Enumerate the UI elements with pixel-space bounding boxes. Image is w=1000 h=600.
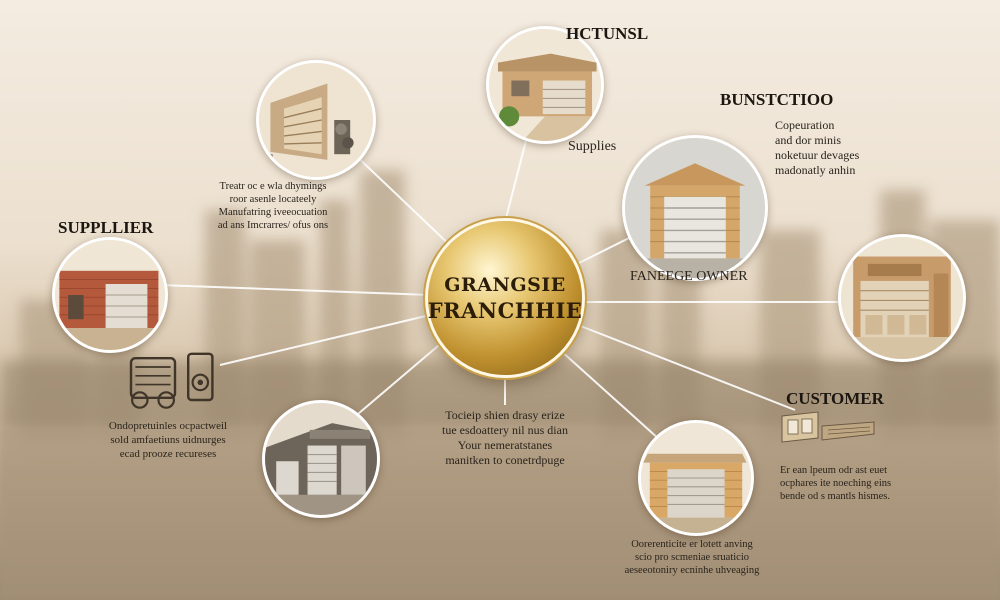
node-storefront[interactable] xyxy=(838,234,966,362)
label-owner: FANEEGE OWNER xyxy=(630,269,748,284)
hub-franchise[interactable]: GRANGSIE FRANCHHIE xyxy=(428,221,582,375)
connector-top xyxy=(504,124,531,223)
garage-facade-icon xyxy=(625,138,765,278)
label-top: HCTUNSL xyxy=(566,24,649,43)
machinery-icon xyxy=(129,352,214,409)
label-customer: CUSTOMER xyxy=(786,389,884,408)
node-brick-garage[interactable] xyxy=(638,420,754,536)
hub-title-line1: GRANGSIE xyxy=(444,273,566,296)
brick-warehouse-icon xyxy=(55,240,165,350)
connector-bottom xyxy=(559,349,661,441)
blurb-left-mid: Ondopretuinles ocpactweil sold amfaetiun… xyxy=(108,420,228,460)
blurb-customer: Er ean lpeum odr ast euet ocphares ite n… xyxy=(780,465,892,503)
blurb-bottom: Oorerenticite er lotett anving scio pro … xyxy=(624,539,760,577)
node-garage-door[interactable] xyxy=(256,60,376,180)
blurb-upper-left: Treatr oc e wla dhymings roor asenle loc… xyxy=(217,181,329,232)
label-supplier: SUPPLLIER xyxy=(58,218,154,237)
brick-garage-icon xyxy=(641,423,751,533)
storefront-garage-icon xyxy=(841,237,963,359)
connector-lower-left xyxy=(344,339,446,426)
label-supplies: Supplies xyxy=(568,139,617,154)
node-garage-building[interactable] xyxy=(486,26,604,144)
node-commercial-garage[interactable] xyxy=(262,400,380,518)
label-bunstctioo: BUNSTCTIOO xyxy=(720,90,834,109)
garage-building-icon xyxy=(489,29,601,141)
commercial-garage-icon xyxy=(265,403,377,515)
connector-equipment xyxy=(219,314,431,366)
blurb-center-bottom: Tocieip shien drasy erize tue esdoattery… xyxy=(442,408,568,467)
connector-supplier xyxy=(159,284,431,296)
building-model-icon xyxy=(781,411,875,443)
hub-title-line2: FRANCHHIE xyxy=(427,297,583,323)
node-garage-facade[interactable] xyxy=(622,135,768,281)
connector-customer xyxy=(577,324,796,411)
node-supplier[interactable] xyxy=(52,237,168,353)
garage-door-icon xyxy=(259,63,373,177)
blurb-right-top: Copeuration and dor minis noketuur devag… xyxy=(775,118,860,177)
connector-upper-left xyxy=(349,149,456,251)
